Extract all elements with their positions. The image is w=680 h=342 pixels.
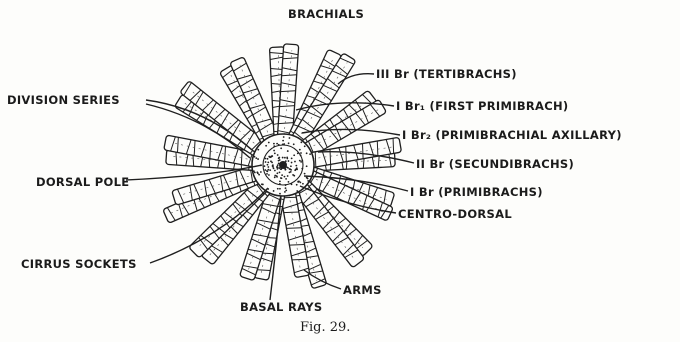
label-centro-dorsal: CENTRO-DORSAL: [398, 207, 512, 221]
label-arms: ARMS: [343, 283, 382, 297]
label-division-series: DIVISION SERIES: [7, 93, 120, 107]
label-basal-rays: BASAL RAYS: [240, 300, 322, 314]
figure-caption: Fig. 29.: [300, 320, 350, 335]
label-primibrachs: I Br (PRIMIBRACHS): [410, 185, 543, 199]
label-dorsal-pole: DORSAL POLE: [36, 175, 129, 189]
label-tertibrachs: III Br (TERTIBRACHS): [376, 67, 517, 81]
label-primibrachial-axillary: I Br₂ (PRIMIBRACHIAL AXILLARY): [402, 128, 622, 142]
label-secundibrachs: II Br (SECUNDIBRACHS): [416, 157, 574, 171]
label-first-primibrach: I Br₁ (FIRST PRIMIBRACH): [396, 99, 568, 113]
label-brachials: BRACHIALS: [288, 7, 364, 21]
label-cirrus-sockets: CIRRUS SOCKETS: [21, 257, 137, 271]
